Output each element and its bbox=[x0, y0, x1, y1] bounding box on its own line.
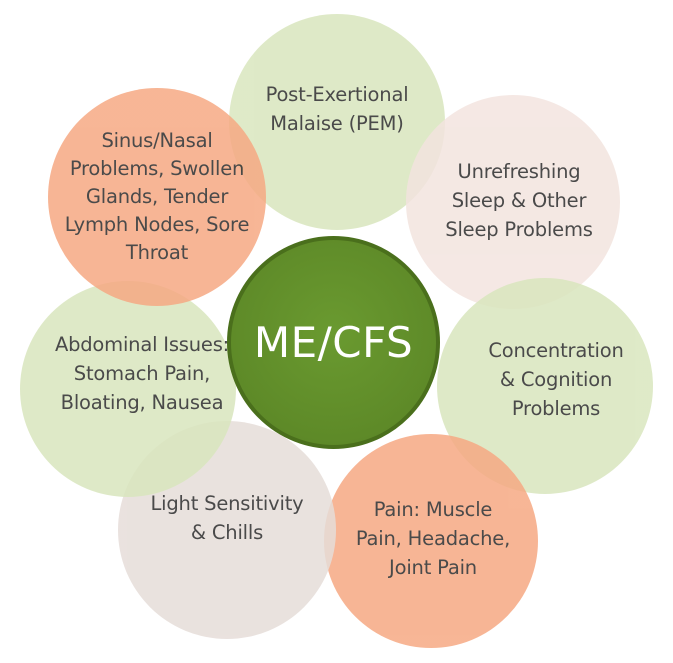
petal-pem-label: Post-Exertional Malaise (PEM) bbox=[265, 83, 409, 135]
petal-concentration-label: Concentration & Cognition Problems bbox=[488, 338, 624, 420]
petal-sleep-label: Unrefreshing Sleep & Other Sleep Problem… bbox=[445, 159, 593, 241]
petal-sinus: Sinus/Nasal Problems, Swollen Glands, Te… bbox=[48, 88, 266, 306]
petal-sleep: Unrefreshing Sleep & Other Sleep Problem… bbox=[406, 95, 620, 309]
petal-sinus-label: Sinus/Nasal Problems, Swollen Glands, Te… bbox=[64, 129, 250, 264]
petal-abdominal: Abdominal Issues: Stomach Pain, Bloating… bbox=[20, 281, 236, 497]
center-circle: ME/CFS bbox=[227, 236, 440, 449]
petal-pain-label: Pain: Muscle Pain, Headache, Joint Pain bbox=[355, 498, 511, 579]
petal-light-label: Light Sensitivity & Chills bbox=[150, 492, 304, 544]
petal-abdominal-label: Abdominal Issues: Stomach Pain, Bloating… bbox=[54, 332, 230, 414]
petal-pain: Pain: Muscle Pain, Headache, Joint Pain bbox=[324, 434, 538, 648]
center-label: ME/CFS bbox=[253, 318, 414, 367]
